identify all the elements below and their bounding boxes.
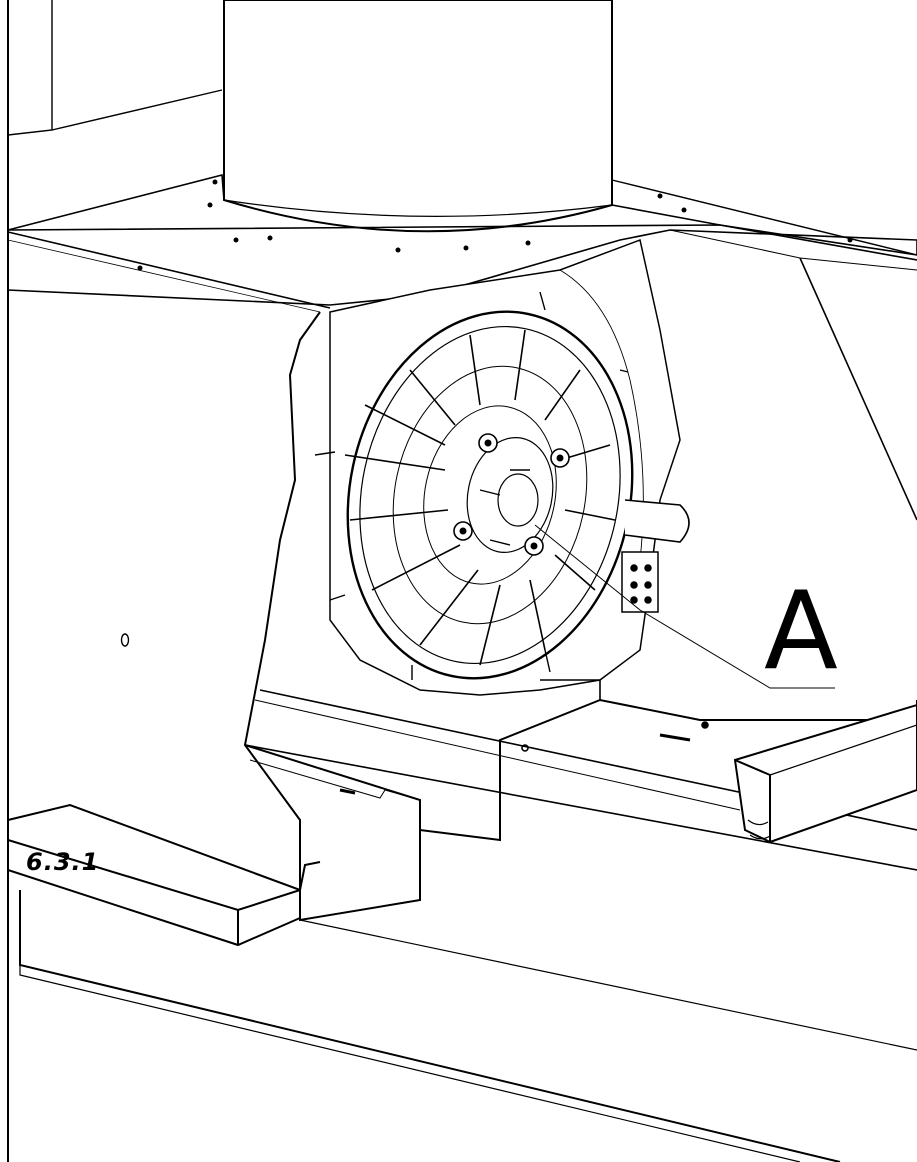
callout-leader — [534, 524, 835, 689]
top-plate-screws — [137, 179, 853, 271]
figure-number: 6.3.1 — [26, 848, 100, 876]
lower-bracket — [7, 744, 421, 947]
panel-hole — [120, 633, 130, 647]
hood-top-plate — [7, 173, 917, 521]
bottom-panel — [19, 890, 917, 1162]
duct-collar — [223, 0, 613, 233]
motor-shaft — [624, 499, 690, 543]
fan-wheel — [314, 291, 634, 680]
back-wall — [7, 0, 917, 256]
callout-label-a: A — [764, 569, 838, 694]
right-bar — [733, 703, 917, 844]
terminal-block — [621, 551, 659, 613]
